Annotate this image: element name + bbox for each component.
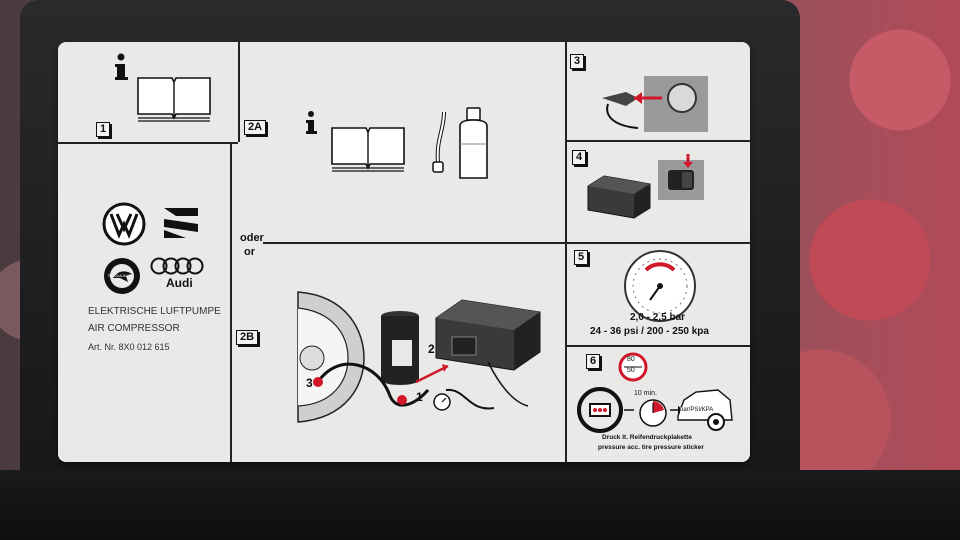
panel-2b-tag: 2B	[236, 330, 259, 345]
vw-logo	[102, 202, 146, 246]
tire-icon	[297, 291, 365, 423]
skoda-logo	[104, 258, 140, 294]
pressure-gauge-icon	[624, 250, 696, 322]
speed-top: 80	[627, 356, 635, 363]
divider	[263, 242, 565, 244]
power-plug-icon	[602, 76, 708, 132]
panel-4-tag: 4	[572, 150, 587, 165]
arrow-icon	[624, 406, 684, 414]
steering-wheel-icon	[577, 387, 623, 433]
compressor-icon	[435, 299, 541, 371]
info-icon	[115, 53, 128, 80]
divider	[230, 142, 232, 462]
speed-bottom: 50	[627, 367, 635, 374]
divider	[565, 140, 750, 142]
car-pressure-label: bar/PSI/KPA	[680, 407, 714, 413]
switch-icon	[658, 154, 704, 200]
compressor-icon	[587, 175, 651, 219]
manual-book-icon	[331, 127, 405, 172]
panel-2a-tag: 2A	[244, 120, 267, 135]
or-label-de: oder	[240, 232, 264, 244]
speed-limit-sign	[618, 352, 648, 382]
pressure-psi-kpa: 24 - 36 psi / 200 - 250 kpa	[590, 326, 709, 337]
seat-logo	[164, 208, 198, 238]
sealant-canister-icon	[381, 311, 419, 385]
skoda-wordmark: ŠKODA AUTO	[108, 273, 134, 278]
note-en: pressure acc. tire pressure sticker	[598, 444, 704, 451]
info-icon	[306, 111, 317, 134]
or-label-en: or	[244, 246, 255, 258]
clock-icon	[639, 399, 667, 427]
product-name-de: ELEKTRISCHE LUFTPUMPE	[88, 306, 221, 317]
step-number-1: 1	[416, 390, 423, 404]
time-label: 10 min.	[634, 390, 657, 397]
divider	[565, 242, 750, 244]
hose-lines	[313, 361, 529, 410]
divider	[565, 42, 567, 462]
audi-wordmark: Audi	[166, 276, 193, 290]
note-de: Druck lt. Reifendruckplakette	[602, 434, 692, 441]
product-name-en: AIR COMPRESSOR	[88, 323, 180, 334]
article-number: Art. Nr. 8X0 012 615	[88, 342, 170, 352]
panel-1-tag: 1	[96, 122, 111, 137]
step-number-3: 3	[306, 376, 313, 390]
instruction-label: 1 Audi ŠKODA AUTO ELEKTRISCHE LUFTPUMPE …	[58, 42, 750, 462]
panel-6-tag: 6	[586, 354, 601, 369]
divider	[58, 142, 238, 144]
divider	[565, 345, 750, 347]
step-number-2: 2	[428, 342, 435, 356]
pressure-bar: 2,0 - 2,5 bar	[630, 312, 686, 323]
divider	[238, 42, 240, 142]
audi-logo	[150, 257, 204, 275]
sealant-bottle-icon	[459, 107, 488, 179]
panel-3-tag: 3	[570, 54, 585, 69]
pressure-gauge-icon	[433, 393, 451, 411]
case-bottom-edge	[0, 470, 960, 540]
filler-hose-icon	[432, 111, 446, 173]
manual-book-icon	[137, 77, 211, 122]
panel-5-tag: 5	[574, 250, 589, 265]
